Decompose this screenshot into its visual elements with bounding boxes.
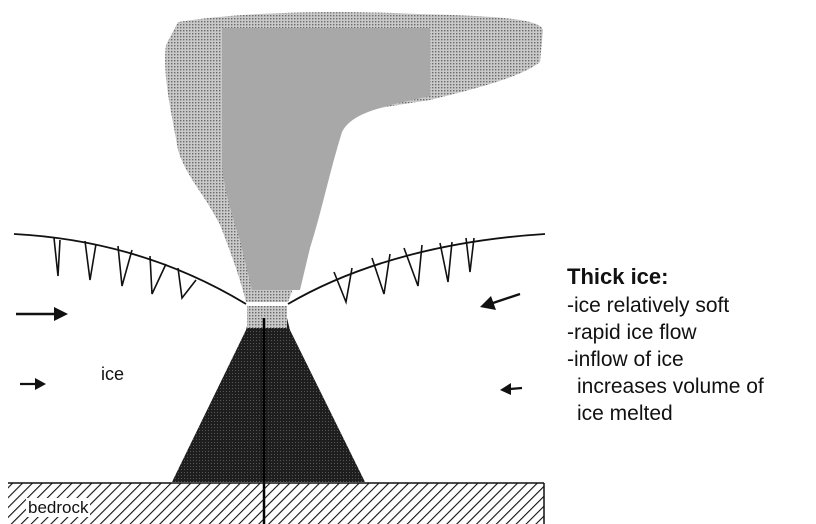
melt-cone [172,306,365,482]
notes-title: Thick ice: [567,262,813,292]
ice-label: ice [101,364,124,385]
crevasses-right [334,238,474,302]
ice-surface-left [14,234,246,304]
thick-ice-notes: Thick ice: -ice relatively soft -rapid i… [567,262,813,427]
inflow-arrow-right-upper [480,294,520,310]
plume-core [222,28,430,290]
notes-line: increases volume of [567,373,813,400]
inflow-arrow-left-upper [16,307,68,321]
notes-line: ice melted [567,400,813,427]
inflow-arrow-left-lower [20,378,46,390]
bedrock-label: bedrock [26,498,90,517]
notes-line: -inflow of ice [567,346,813,373]
notes-line: -ice relatively soft [567,292,813,319]
notes-line: -rapid ice flow [567,319,813,346]
inflow-arrow-right-lower [500,383,522,395]
ice-surface-right [288,234,545,304]
vent-neck [247,306,287,328]
